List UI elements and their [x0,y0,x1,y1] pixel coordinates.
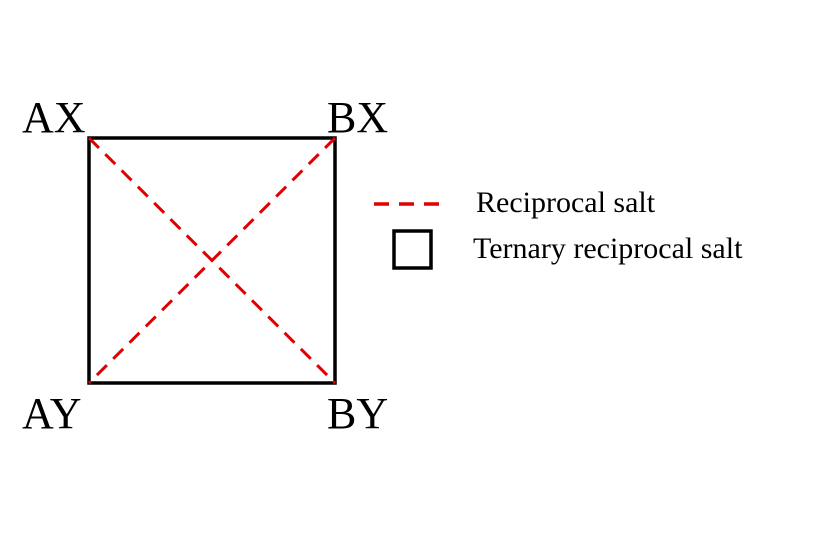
corner-label-bx: BX [327,93,389,142]
legend-ternary-label: Ternary reciprocal salt [473,232,743,265]
corner-label-ax: AX [22,93,86,142]
ternary-square [87,136,337,385]
corner-label-ay: AY [22,389,82,438]
corner-label-by: BY [327,389,389,438]
legend-square-swatch [392,229,433,270]
diagonal-bx-ay [87,136,337,385]
legend-reciprocal-salt-label: Reciprocal salt [476,186,656,219]
